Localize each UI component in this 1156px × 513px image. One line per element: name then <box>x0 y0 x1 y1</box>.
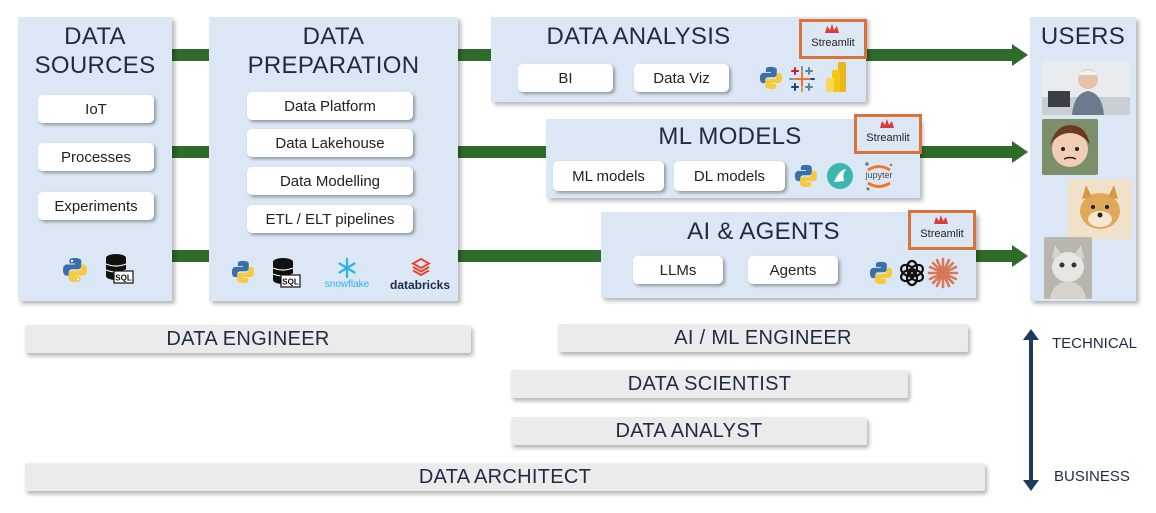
python-icon <box>759 66 783 90</box>
python-icon <box>869 261 893 285</box>
jupyter-logo-text: jupyter <box>865 170 893 180</box>
sql-label: SQL <box>282 278 299 287</box>
user-avatar-3 <box>1068 179 1132 239</box>
python-icon <box>63 258 87 282</box>
ml-models-item: ML models <box>553 161 664 191</box>
data-analysis-panel: DATA ANALYSIS BI Data Viz <box>491 17 866 102</box>
arrowhead-ml-users <box>1012 141 1028 163</box>
flow-arrow-ml-users <box>920 146 1014 158</box>
technical-business-axis-arrow <box>1023 329 1039 491</box>
ai-agents-title: AI & AGENTS <box>687 218 840 245</box>
openai-icon <box>900 259 924 287</box>
streamlit-label: Streamlit <box>866 132 910 144</box>
prep-data-lakehouse: Data Lakehouse <box>247 129 413 157</box>
streamlit-crown-icon <box>880 119 894 128</box>
flow-arrow-sources-prep-bottom <box>172 250 210 262</box>
prep-data-platform: Data Platform <box>247 92 413 120</box>
seaborn-icon <box>827 163 853 189</box>
flow-arrow-analysis-users <box>866 49 1014 61</box>
user-avatar-1 <box>1042 61 1130 115</box>
streamlit-badge-ml: Streamlit <box>854 114 922 154</box>
source-iot: IoT <box>38 95 154 123</box>
role-ai-ml-engineer: AI / ML ENGINEER <box>558 324 968 352</box>
ai-agents: Agents <box>748 256 838 284</box>
ai-llms: LLMs <box>633 256 723 284</box>
role-data-analyst: DATA ANALYST <box>511 417 867 445</box>
sql-database-icon: SQL <box>272 258 301 288</box>
flow-arrow-prep-ml <box>458 146 548 158</box>
analysis-bi: BI <box>518 64 613 92</box>
snowflake-logo-text: snowflake <box>324 279 370 290</box>
data-sources-title-line1: DATA <box>64 23 126 50</box>
streamlit-crown-icon <box>934 215 948 224</box>
flow-arrow-prep-ai <box>458 250 603 262</box>
flow-arrow-sources-prep-mid <box>172 146 210 158</box>
source-experiments: Experiments <box>38 192 154 220</box>
data-sources-title-line2: SOURCES <box>34 52 156 79</box>
data-preparation-panel: DATA PREPARATION Data Platform Data Lake… <box>209 17 458 301</box>
role-data-architect: DATA ARCHITECT <box>25 463 985 491</box>
user-avatar-2 <box>1042 119 1098 175</box>
data-preparation-title-line2: PREPARATION <box>247 52 420 79</box>
data-sources-panel: DATA SOURCES IoT Processes Experiments S… <box>18 17 172 301</box>
axis-label-technical: TECHNICAL <box>1052 335 1138 352</box>
dl-models-item: DL models <box>674 161 785 191</box>
sql-database-icon: SQL <box>105 254 134 284</box>
axis-label-business: BUSINESS <box>1054 468 1130 485</box>
user-avatar-4 <box>1044 237 1092 299</box>
sql-label: SQL <box>115 274 132 283</box>
ml-models-title: ML MODELS <box>658 123 802 150</box>
python-icon <box>231 260 255 284</box>
jupyter-icon <box>865 162 893 191</box>
prep-etl-elt-pipelines: ETL / ELT pipelines <box>247 205 413 233</box>
data-preparation-title-line1: DATA <box>302 23 365 50</box>
databricks-logo-text: databricks <box>389 278 451 292</box>
ml-models-panel: ML MODELS ML models DL models jupyter <box>546 119 920 198</box>
source-processes: Processes <box>38 143 154 171</box>
databricks-logo <box>411 257 431 277</box>
streamlit-label: Streamlit <box>811 37 855 49</box>
flow-arrow-prep-analysis <box>458 49 492 61</box>
streamlit-crown-icon <box>825 24 839 33</box>
python-icon <box>794 164 818 188</box>
streamlit-label: Streamlit <box>920 228 964 240</box>
users-title: USERS <box>1040 23 1126 50</box>
streamlit-badge-ai: Streamlit <box>908 210 976 250</box>
prep-data-modelling: Data Modelling <box>247 167 413 195</box>
users-panel: USERS <box>1030 17 1136 301</box>
data-analysis-title: DATA ANALYSIS <box>546 23 731 50</box>
powerbi-icon <box>826 62 846 92</box>
tableau-icon <box>789 66 815 92</box>
flow-arrow-sources-prep-top <box>172 49 210 61</box>
claude-icon <box>927 257 959 289</box>
streamlit-badge-analysis: Streamlit <box>799 19 867 59</box>
arrowhead-ai-users <box>1012 245 1028 267</box>
flow-arrow-ai-users <box>976 250 1014 262</box>
role-data-engineer: DATA ENGINEER <box>25 325 471 353</box>
analysis-data-viz: Data Viz <box>634 64 729 92</box>
role-data-scientist: DATA SCIENTIST <box>511 370 908 398</box>
arrowhead-analysis-users <box>1012 44 1028 66</box>
snowflake-logo <box>338 257 356 279</box>
